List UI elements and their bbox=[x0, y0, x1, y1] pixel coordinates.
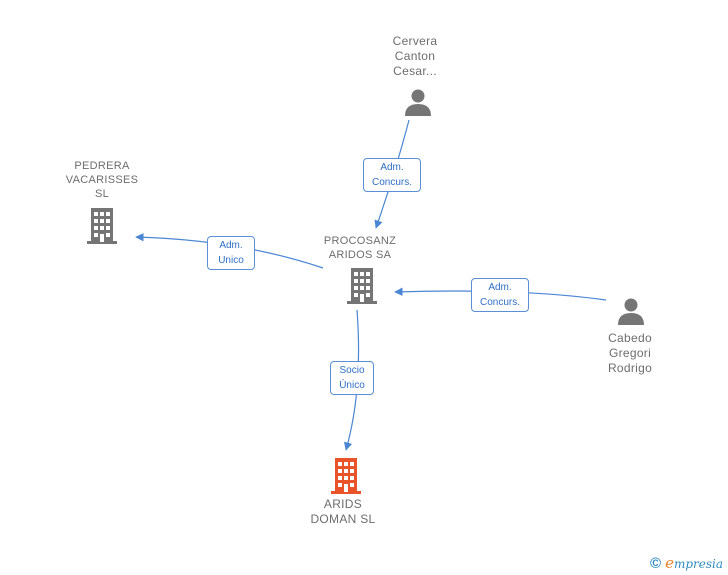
node-label-line: ARIDS bbox=[323, 497, 363, 511]
edge-label-cabedo-procosanz[interactable]: Adm. Concurs. bbox=[471, 278, 529, 312]
edge-label-line: Concurs. bbox=[479, 297, 520, 308]
edge-label-line: Unico bbox=[218, 255, 244, 266]
node-label-line: DOMAN SL bbox=[310, 512, 376, 526]
person-icon[interactable] bbox=[403, 87, 433, 117]
node-label-cabedo: Cabedo Gregori Rodrigo bbox=[590, 331, 670, 376]
edge-label-line: Adm. bbox=[380, 162, 404, 173]
edge-label-line: Único bbox=[339, 380, 365, 391]
node-label-line: PROCOSANZ bbox=[323, 235, 397, 247]
edge-label-line: Socio bbox=[339, 365, 365, 376]
edge-label-line: Concurs. bbox=[371, 177, 412, 188]
node-label-line: ARIDOS SA bbox=[328, 249, 392, 261]
node-label-line: Cabedo bbox=[608, 331, 652, 345]
building-icon[interactable] bbox=[85, 208, 119, 244]
edge-label-line: Adm. bbox=[488, 282, 512, 293]
node-label-arids: ARIDS DOMAN SL bbox=[293, 497, 393, 527]
edge-label-cervera-procosanz[interactable]: Adm. Concurs. bbox=[363, 158, 421, 192]
node-label-line: SL bbox=[94, 188, 110, 200]
brand-watermark: © empresia bbox=[650, 554, 723, 572]
node-label-line: Rodrigo bbox=[607, 361, 653, 375]
node-label-line: Gregori bbox=[608, 346, 652, 360]
node-label-line: Cervera bbox=[392, 34, 438, 48]
building-icon-highlight[interactable] bbox=[329, 458, 363, 494]
node-label-procosanz: PROCOSANZ ARIDOS SA bbox=[310, 234, 410, 262]
edge-label-line: Adm. bbox=[219, 240, 243, 251]
node-label-line: Cesar... bbox=[393, 64, 437, 78]
brand-logo: empresia bbox=[665, 554, 723, 572]
node-label-pedrera: PEDRERA VACARISSES SL bbox=[52, 159, 152, 201]
node-label-line: PEDRERA bbox=[74, 160, 130, 172]
edge-label-procosanz-pedrera[interactable]: Adm. Unico bbox=[207, 236, 255, 270]
copyright-icon: © bbox=[650, 554, 662, 572]
brand-logo-initial: e bbox=[665, 554, 674, 572]
building-icon[interactable] bbox=[345, 268, 379, 304]
edge-label-procosanz-arids[interactable]: Socio Único bbox=[330, 361, 374, 395]
node-label-line: VACARISSES bbox=[65, 174, 139, 186]
person-icon[interactable] bbox=[616, 296, 646, 326]
node-label-line: Canton bbox=[394, 49, 436, 63]
node-label-cervera: Cervera Canton Cesar... bbox=[375, 34, 455, 79]
brand-logo-rest: mpresia bbox=[673, 557, 724, 571]
